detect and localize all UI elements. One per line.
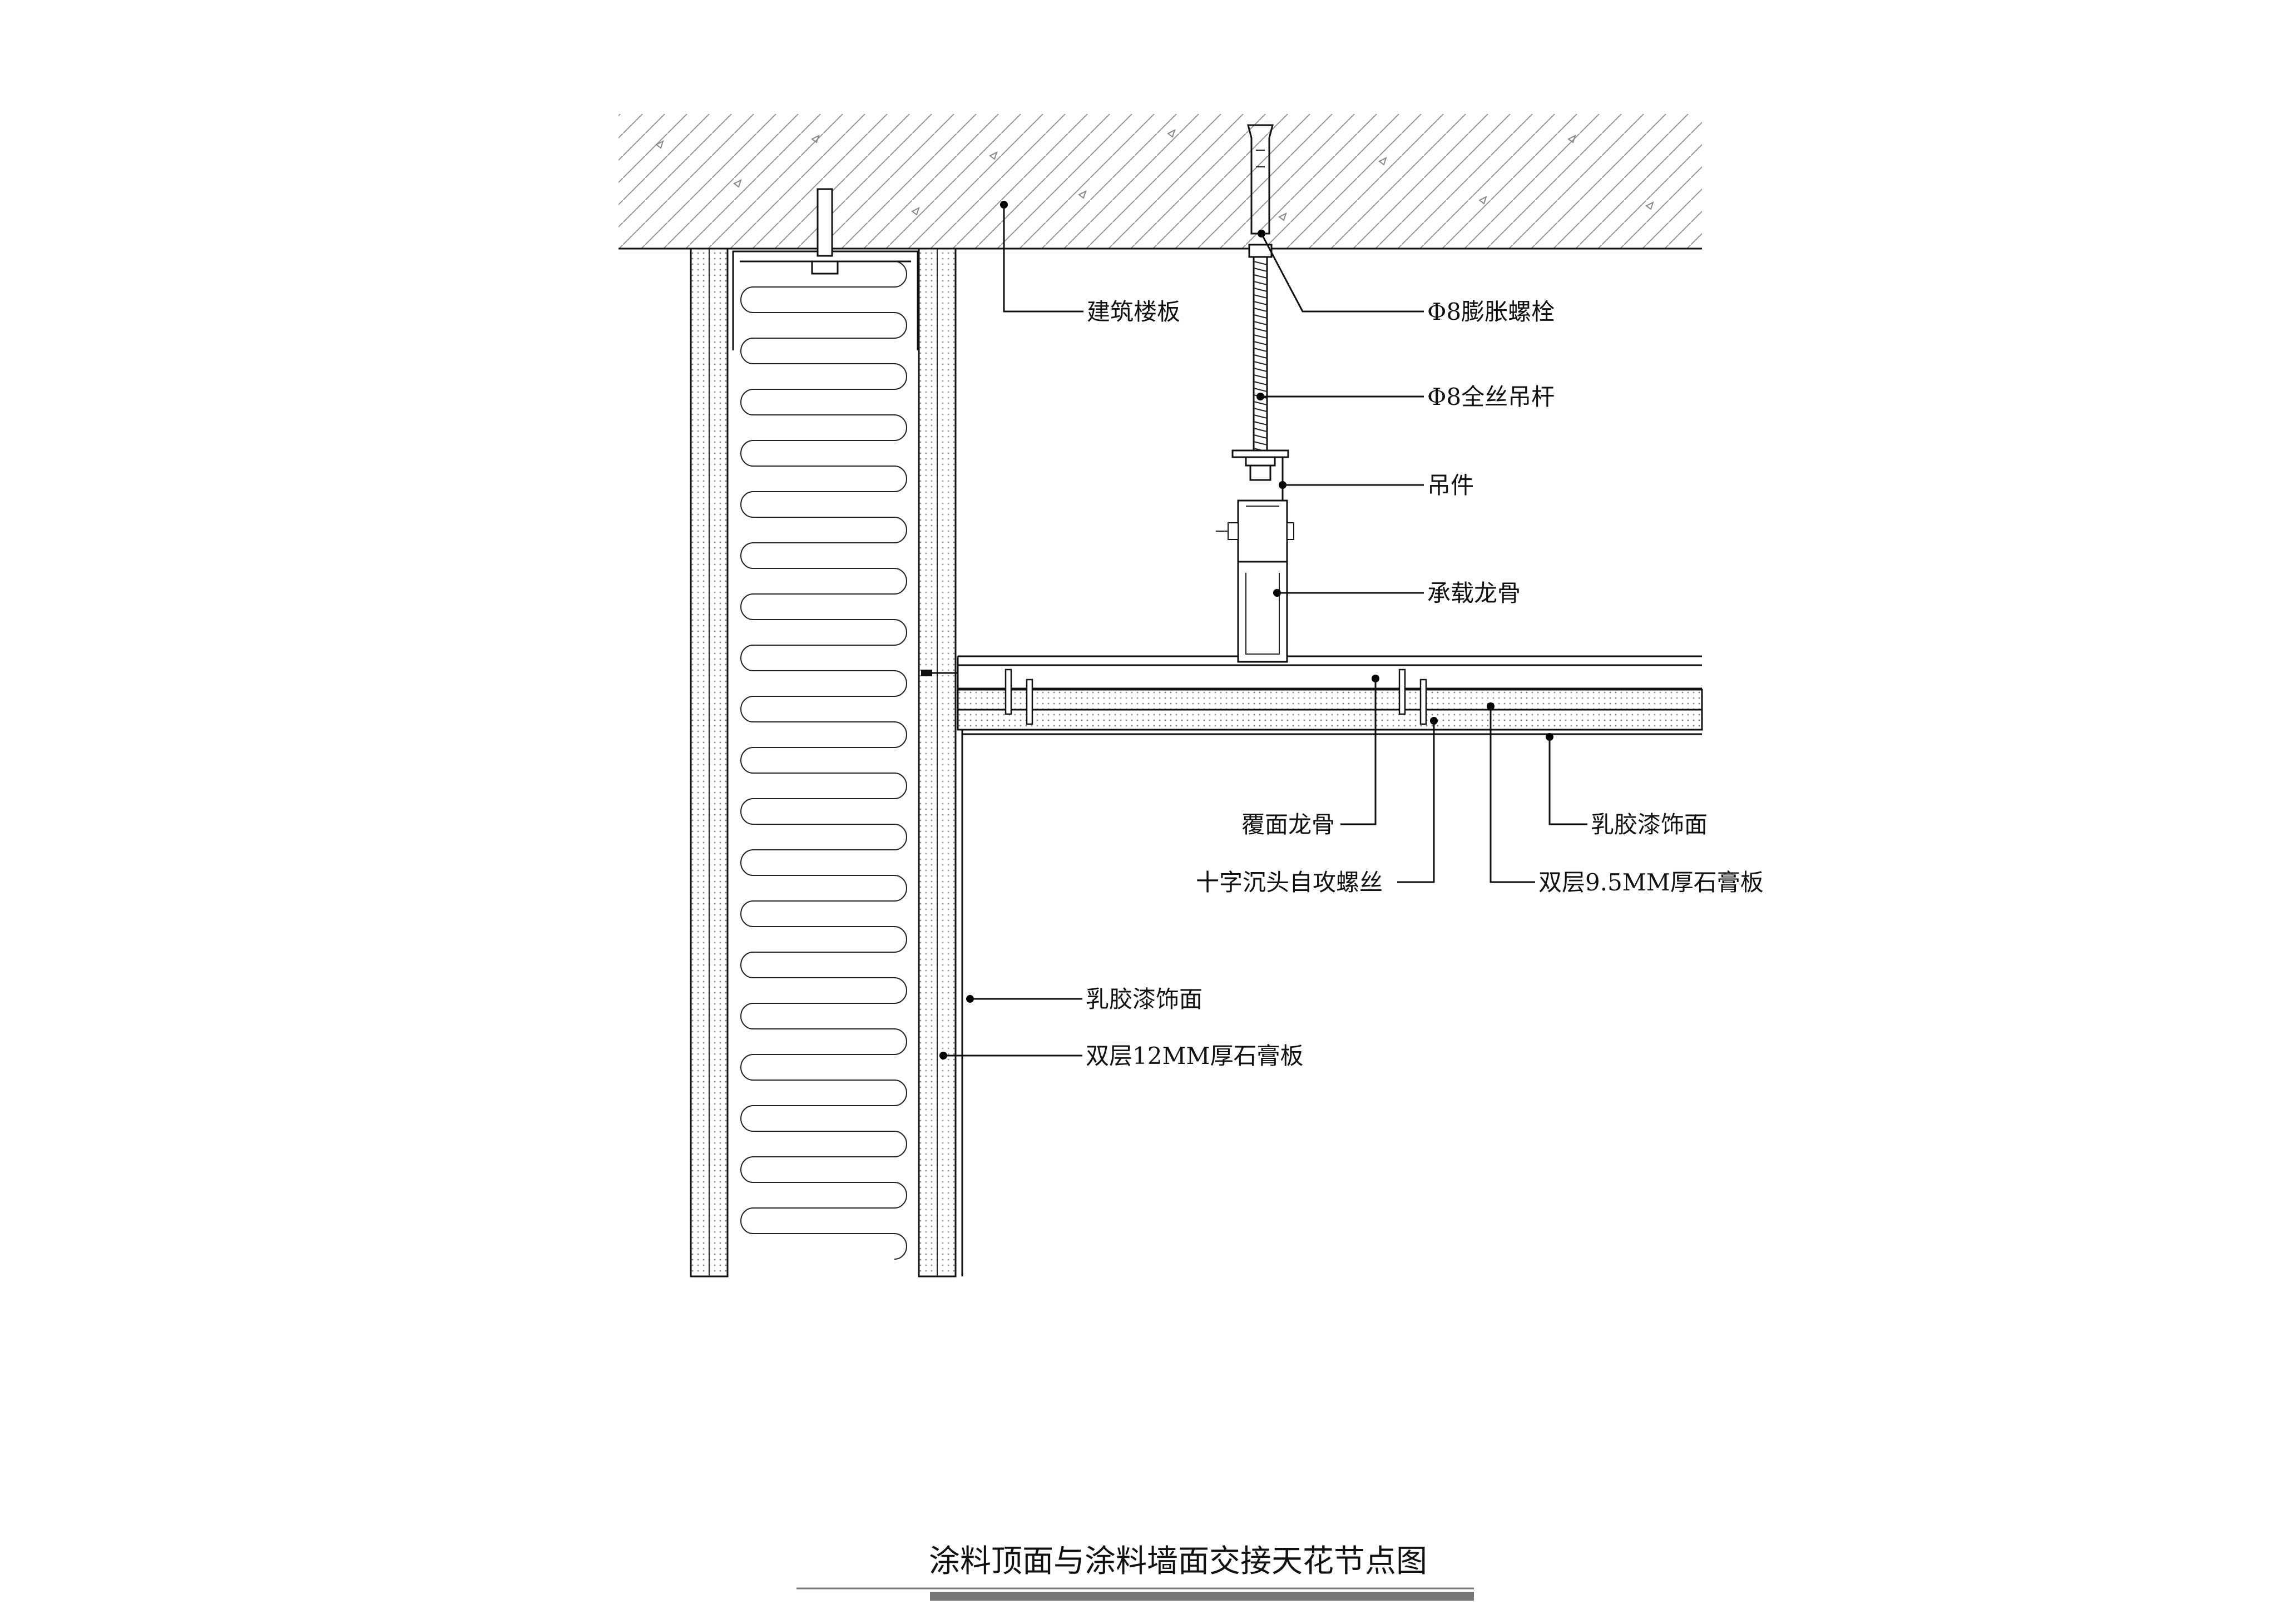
wall-right-boards [918, 247, 963, 1278]
label-threaded-rod: Φ8全丝吊杆 [1427, 383, 1555, 410]
label-floor-slab: 建筑楼板 [1087, 298, 1180, 325]
leaders [939, 201, 1587, 1059]
wall-insulation [740, 261, 907, 1260]
wall-left-boards [690, 247, 729, 1278]
label-screw: 十字沉头自攻螺丝 [1196, 869, 1383, 896]
ceiling-boards [921, 655, 1703, 735]
wall-top-track [732, 188, 919, 350]
hanger-system [1216, 124, 1294, 663]
label-main-keel: 承载龙骨 [1427, 580, 1521, 607]
title-underline [930, 1592, 1474, 1601]
label-ceiling-board: 双层9.5MM厚石膏板 [1538, 869, 1764, 896]
label-wall-board: 双层12MM厚石膏板 [1086, 1042, 1303, 1070]
screws [1004, 669, 1427, 725]
label-ceiling-paint: 乳胶漆饰面 [1591, 811, 1708, 838]
label-expansion-bolt: Φ8膨胀螺栓 [1427, 298, 1555, 325]
drawing-title: 涂料顶面与涂料墙面交接天花节点图 [929, 1543, 1427, 1580]
floor-slab [618, 114, 1702, 250]
label-hanger: 吊件 [1427, 472, 1474, 499]
label-wall-paint: 乳胶漆饰面 [1086, 986, 1203, 1013]
label-cover-keel: 覆面龙骨 [1241, 811, 1335, 838]
